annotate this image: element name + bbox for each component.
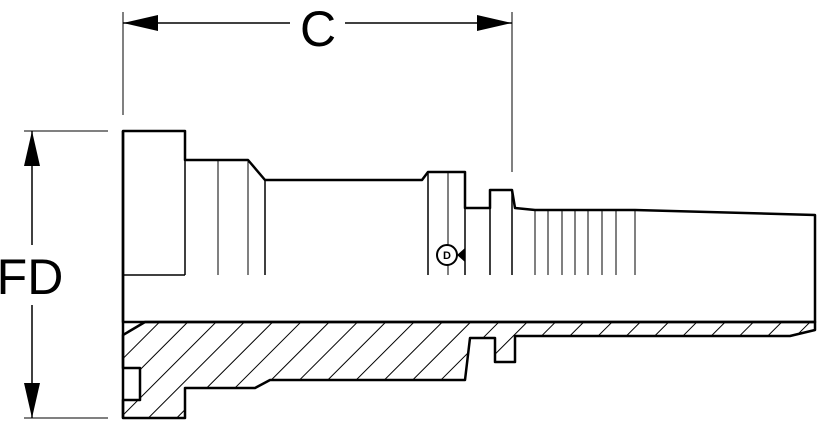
dunlop-logo-icon: D: [436, 244, 465, 266]
fitting-outline: [121, 129, 817, 324]
c-arrow-right-icon: [477, 15, 512, 31]
fd-arrow-top-icon: [24, 131, 40, 166]
fitting-exterior-view: [121, 129, 817, 324]
dimension-fd: FD: [0, 130, 108, 419]
logo-letter: D: [443, 250, 451, 262]
section-hatched-area: [121, 320, 817, 420]
c-arrow-left-icon: [123, 15, 158, 31]
fd-arrow-bottom-icon: [24, 383, 40, 418]
dimension-c: C: [122, 1, 513, 172]
c-dimension-label: C: [300, 1, 336, 57]
fd-dimension-label: FD: [0, 249, 63, 305]
fitting-cross-section: [121, 131, 817, 420]
